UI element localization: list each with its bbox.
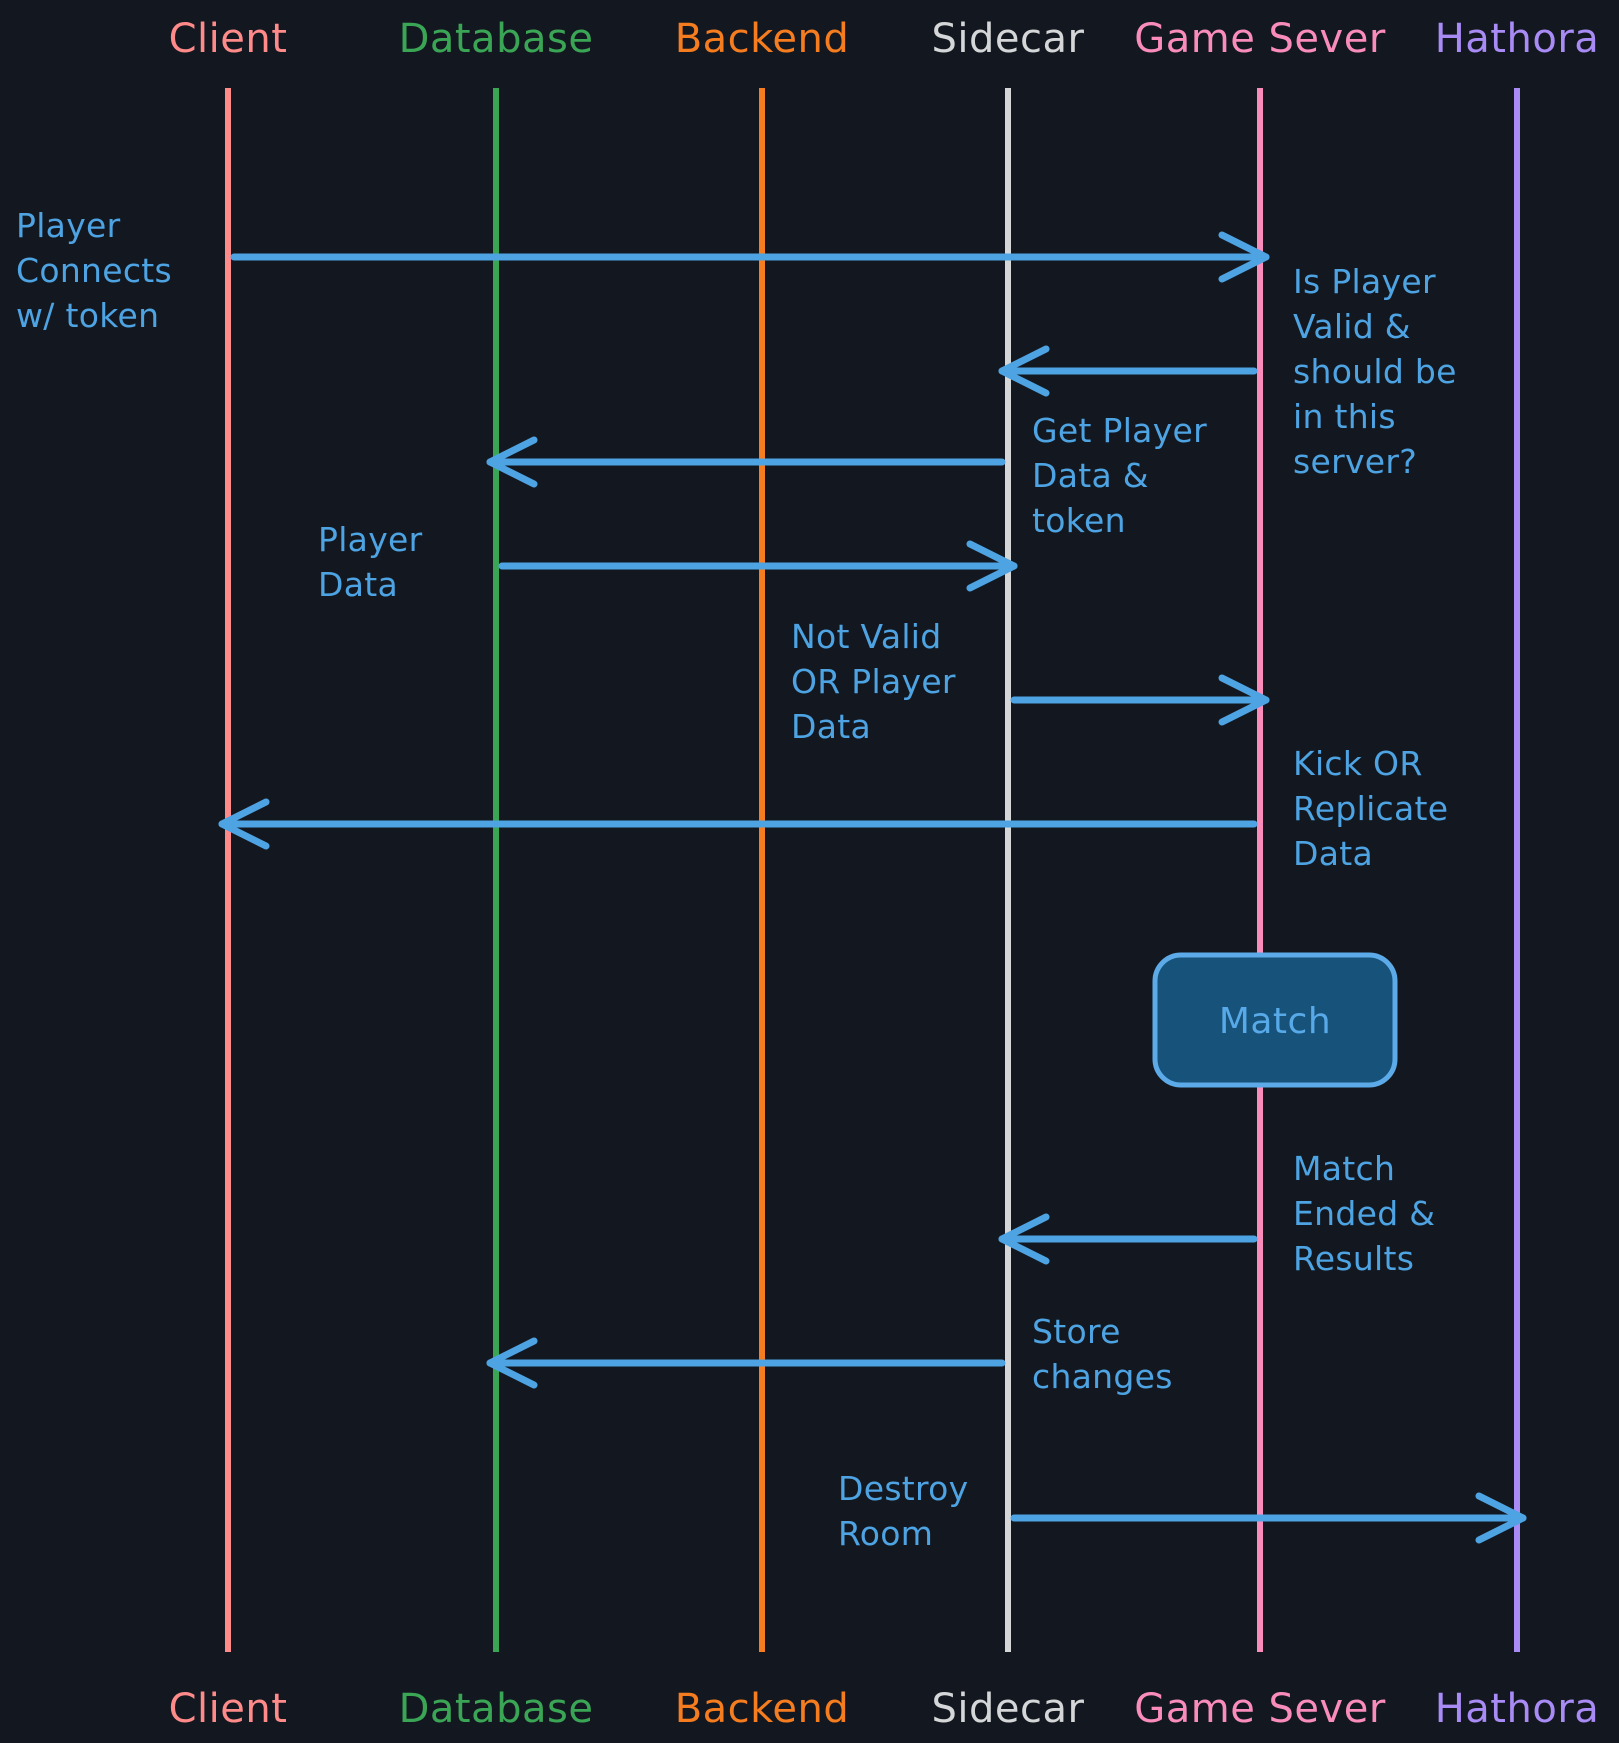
message-arrowhead-m1 [1218, 231, 1270, 283]
notes-group: Match [1152, 952, 1398, 1088]
lifelines-group [225, 88, 1520, 1652]
participant-label-client-top: Client [169, 16, 288, 62]
message-arrowhead-m8 [486, 1337, 538, 1389]
participant-labels-top: Client Database Backend Sidecar Game Sever Ha… [169, 16, 1600, 62]
participant-label-hathora-bottom: Hathora [1435, 1686, 1600, 1732]
message-arrowhead-m9 [1475, 1492, 1527, 1544]
message-arrowhead-m4 [966, 540, 1018, 592]
participant-label-hathora-top: Hathora [1435, 16, 1600, 62]
participant-label-backend-top: Backend [675, 16, 850, 62]
participant-label-client-bottom: Client [169, 1686, 288, 1732]
note-box-match-note[interactable] [1152, 952, 1398, 1088]
participant-label-sidecar-bottom: Sidecar [932, 1686, 1085, 1732]
message-arrowhead-m7 [998, 1213, 1050, 1265]
message-arrowhead-m6 [218, 798, 270, 850]
participant-label-sidecar-top: Sidecar [932, 16, 1085, 62]
message-arrowhead-m2 [998, 345, 1050, 397]
participant-label-database-top: Database [399, 16, 594, 62]
participant-label-database-bottom: Database [399, 1686, 594, 1732]
participant-label-backend-bottom: Backend [675, 1686, 850, 1732]
participant-labels-bottom: Client Database Backend Sidecar Game Sever Ha… [169, 1686, 1600, 1732]
participant-label-gameserver-top: Game Sever [1134, 16, 1386, 62]
note-label-match-note: Match [1219, 1001, 1331, 1042]
note-match-note[interactable]: Match [1152, 952, 1398, 1088]
message-arrowhead-m3 [486, 436, 538, 488]
message-arrowhead-m5 [1218, 674, 1270, 726]
participant-label-gameserver-bottom: Game Sever [1134, 1686, 1386, 1732]
